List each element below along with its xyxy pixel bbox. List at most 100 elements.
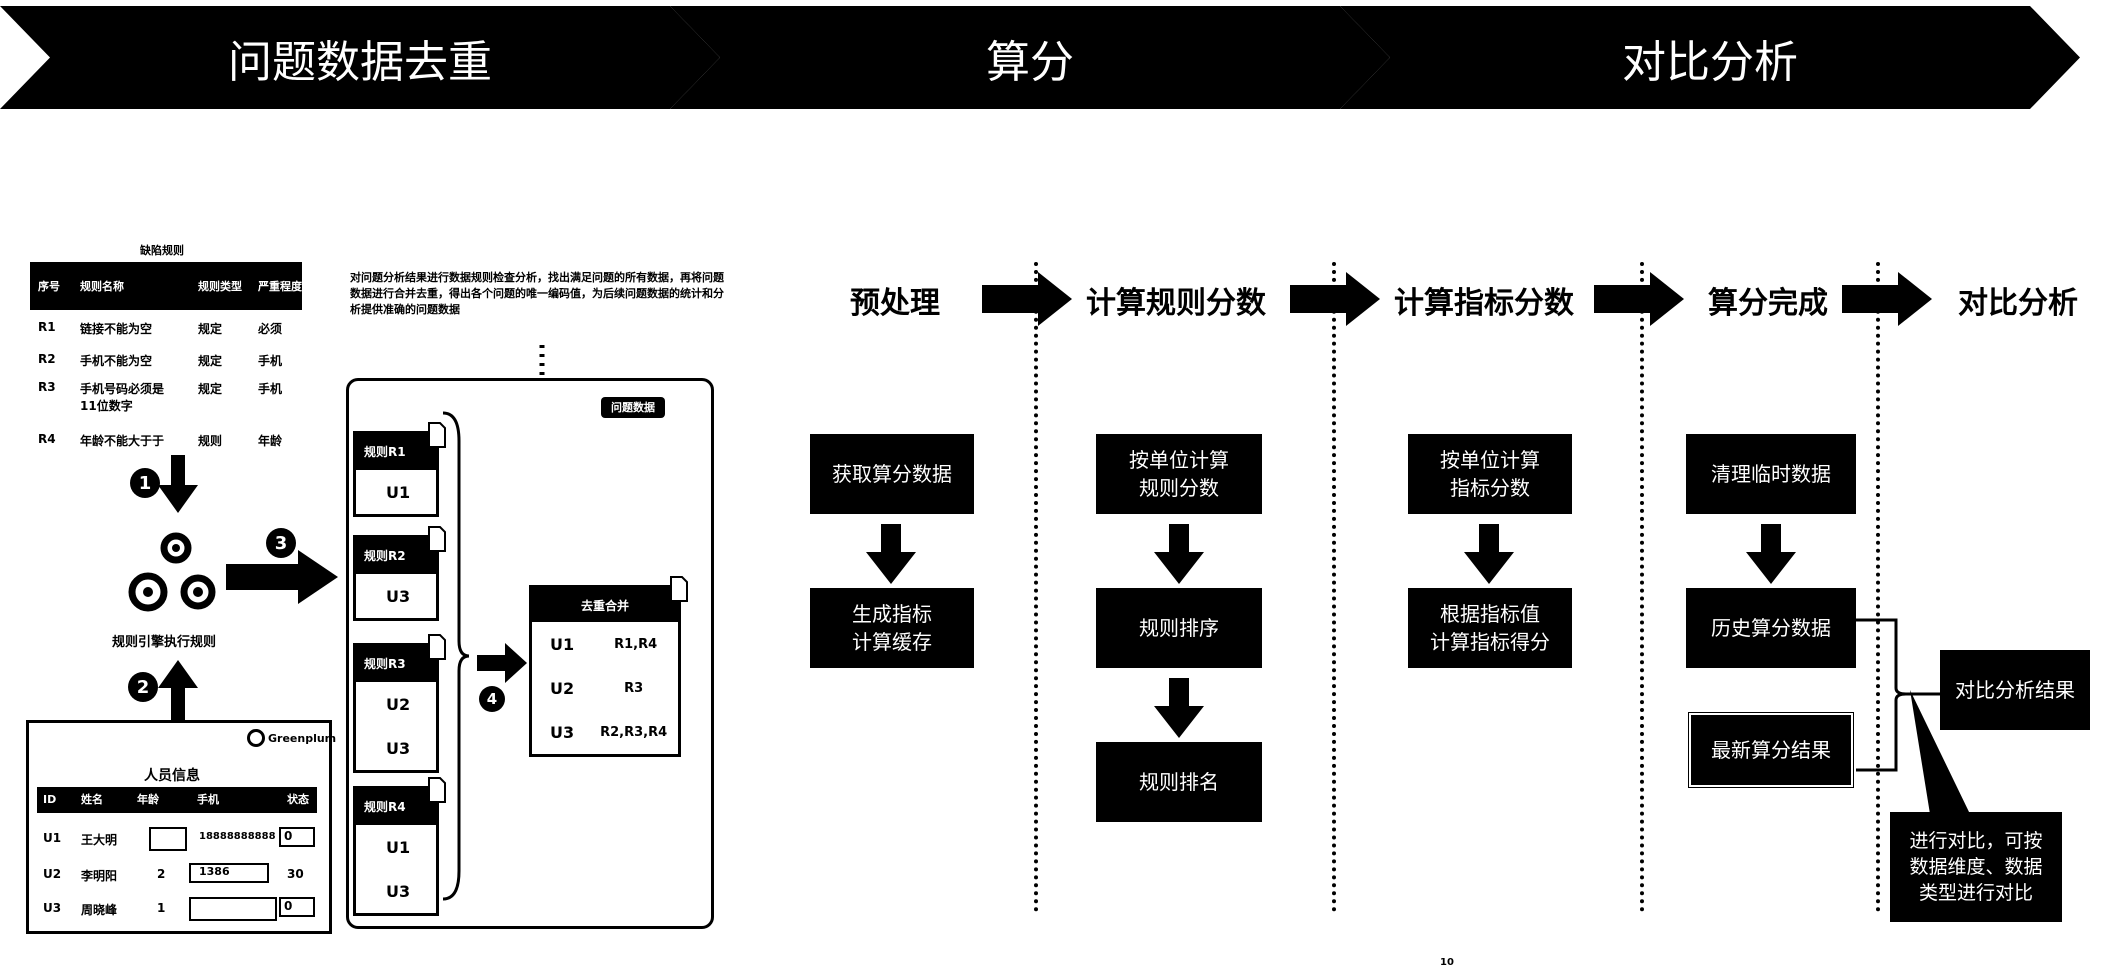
banner-step-dedup-label: 问题数据去重 xyxy=(228,26,492,90)
person-row-2-name: 李明阳 xyxy=(81,867,117,884)
merged-row-1: U1 R1,R4 xyxy=(532,622,678,666)
rule-row-4-type: 规则 xyxy=(198,432,222,449)
person-row-3-id: U3 xyxy=(43,901,61,915)
person-row-3-status: 0 xyxy=(279,897,315,917)
callout-pointer xyxy=(1900,690,1970,820)
document-icon xyxy=(428,777,446,803)
box-indicator-score-calc: 根据指标值 计算指标得分 xyxy=(1408,588,1572,668)
box-latest-score-result: 最新算分结果 xyxy=(1686,710,1856,790)
person-row-2-status: 30 xyxy=(287,867,304,881)
rule-row-2-type: 规定 xyxy=(198,352,222,369)
banner-step-compare-label: 对比分析 xyxy=(1622,26,1798,90)
rule-row-4-id: R4 xyxy=(38,432,56,446)
arrow-right-icon xyxy=(1842,272,1932,326)
stage-indicator-score: 计算指标分数 xyxy=(1394,278,1574,322)
rule-card-r2-row-1: U3 xyxy=(356,572,436,618)
greenplum-logo-icon xyxy=(247,729,265,747)
rule-row-3-id: R3 xyxy=(38,380,56,394)
arrow-right-icon xyxy=(226,550,338,604)
step-2-badge: 2 xyxy=(128,672,158,702)
box-compare-desc: 进行对比，可按 数据维度、数据 类型进行对比 xyxy=(1890,812,2062,922)
rule-table-title: 缺陷规则 xyxy=(132,244,192,257)
arrow-right-icon xyxy=(982,272,1072,326)
person-info-panel: Greenplum 人员信息 ID 姓名 年龄 手机 状态 U1 王大明 188… xyxy=(26,720,332,934)
rule-card-r3: 规则R3 U2 U3 xyxy=(353,643,439,773)
document-icon xyxy=(428,634,446,660)
rule-card-r1-head: 规则R1 xyxy=(356,434,436,468)
gears-icon xyxy=(118,520,228,630)
rule-row-3-name: 手机号码必须是11位数字 xyxy=(80,380,180,414)
rule-card-r4-row-1: U1 xyxy=(356,823,436,869)
banner-step-scoring-label: 算分 xyxy=(986,26,1074,90)
arrow-down-icon xyxy=(1154,678,1204,738)
greenplum-logo: Greenplum xyxy=(247,729,336,747)
person-row-2-phone: 1386 xyxy=(189,863,269,883)
stage-divider xyxy=(1034,262,1038,912)
merged-card-head: 去重合并 xyxy=(532,588,678,622)
page-number: 10 xyxy=(1440,956,1454,969)
arrow-up-icon xyxy=(158,660,198,720)
rule-table-header-name: 规则名称 xyxy=(80,280,124,293)
rule-card-r3-row-1: U2 xyxy=(356,680,436,726)
person-header-phone: 手机 xyxy=(197,793,219,806)
arrow-down-icon xyxy=(866,524,916,584)
merged-row-3-rules: R2,R3,R4 xyxy=(600,725,667,740)
rule-card-r3-row-2: U3 xyxy=(356,726,436,770)
arrow-right-icon xyxy=(1594,272,1684,326)
rule-row-3-sev: 手机 xyxy=(258,380,282,397)
person-row-2-age: 2 xyxy=(157,867,165,881)
arrow-down-icon xyxy=(1154,524,1204,584)
person-row-2-id: U2 xyxy=(43,867,61,881)
person-header-name: 姓名 xyxy=(81,793,103,806)
person-table-header: ID 姓名 年龄 手机 状态 xyxy=(37,787,317,813)
step-1-badge: 1 xyxy=(130,468,160,498)
person-header-age: 年龄 xyxy=(137,793,159,806)
rule-row-4-sev: 年龄 xyxy=(258,432,282,449)
stage-preprocess: 预处理 xyxy=(850,278,940,322)
person-row-3-age: 1 xyxy=(157,901,165,915)
rule-table-header: 序号 规则名称 规则类型 严重程度 xyxy=(30,262,302,310)
document-icon xyxy=(428,526,446,552)
rule-card-r4: 规则R4 U1 U3 xyxy=(353,786,439,916)
arrow-down-icon xyxy=(158,455,198,515)
rule-row-2-id: R2 xyxy=(38,352,56,366)
stage-divider xyxy=(1640,262,1644,912)
banner-step-compare: 对比分析 xyxy=(1340,6,2080,109)
merged-row-3: U3 R2,R3,R4 xyxy=(532,710,678,754)
merge-arrow-icon xyxy=(477,643,527,683)
arrow-down-icon xyxy=(1746,524,1796,584)
person-panel-title: 人员信息 xyxy=(144,765,200,785)
document-icon xyxy=(670,576,688,602)
rule-row-2-sev: 手机 xyxy=(258,352,282,369)
rule-row-1-name: 链接不能为空 xyxy=(80,320,152,337)
merged-row-2: U2 R3 xyxy=(532,666,678,710)
merged-row-1-id: U1 xyxy=(550,635,574,654)
rule-card-r2: 规则R2 U3 xyxy=(353,535,439,621)
rule-row-1-type: 规定 xyxy=(198,320,222,337)
greenplum-logo-text: Greenplum xyxy=(268,732,336,745)
rule-row-1-id: R1 xyxy=(38,320,56,334)
rule-card-r4-row-2: U3 xyxy=(356,869,436,913)
rule-card-r3-head: 规则R3 xyxy=(356,646,436,680)
step-4-badge: 4 xyxy=(479,686,505,712)
rule-row-4-name: 年龄不能大于于 xyxy=(80,432,164,449)
dedup-note: 对问题分析结果进行数据规则检查分析，找出满足问题的所有数据，再将问题数据进行合并… xyxy=(350,270,728,318)
box-fetch-score-data: 获取算分数据 xyxy=(810,434,974,514)
merged-row-1-rules: R1,R4 xyxy=(614,637,657,652)
box-gen-indicator-cache: 生成指标 计算缓存 xyxy=(810,588,974,668)
rule-card-r4-head: 规则R4 xyxy=(356,789,436,823)
rule-row-3-type: 规定 xyxy=(198,380,222,397)
person-row-1-id: U1 xyxy=(43,831,61,845)
result-panel: 问题数据 规则R1 U1 规则R2 U3 规则R3 U2 U3 规则R4 U1 … xyxy=(346,378,714,929)
box-history-score-data: 历史算分数据 xyxy=(1686,588,1856,668)
result-panel-brand: 问题数据 xyxy=(601,397,665,418)
box-rule-sort: 规则排序 xyxy=(1096,588,1262,668)
rule-card-r1: 规则R1 U1 xyxy=(353,431,439,517)
person-header-status: 状态 xyxy=(287,793,309,806)
stage-compare: 对比分析 xyxy=(1958,278,2078,322)
stage-divider xyxy=(1332,262,1336,912)
rule-table-header-severity: 严重程度 xyxy=(258,280,302,293)
person-row-1-name: 王大明 xyxy=(81,831,117,848)
box-rule-score-by-unit: 按单位计算 规则分数 xyxy=(1096,434,1262,514)
rule-row-1-sev: 必须 xyxy=(258,320,282,337)
